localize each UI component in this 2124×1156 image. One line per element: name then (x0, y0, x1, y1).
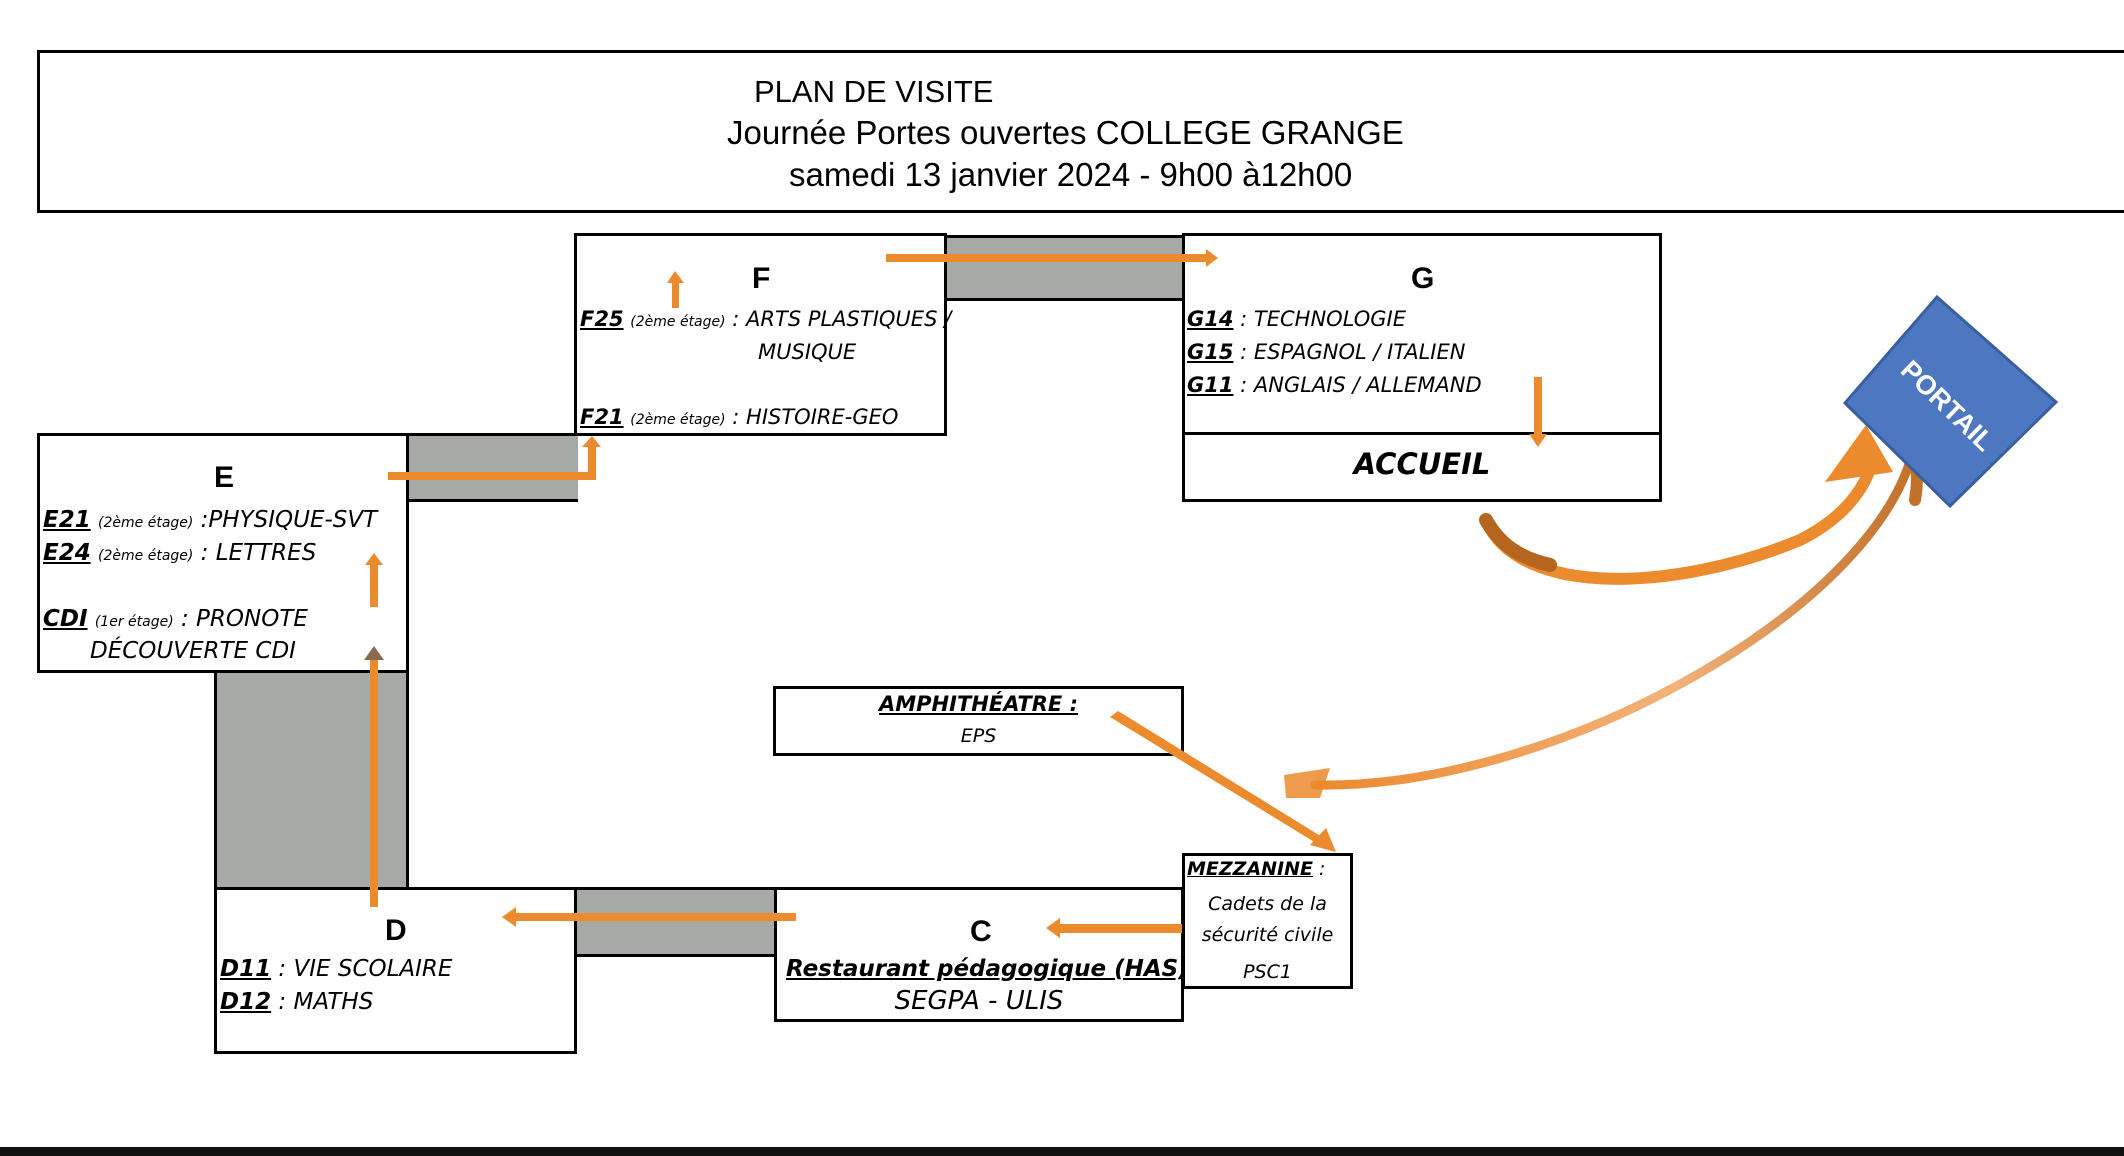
room-e24: E24 (2ème étage) : LETTRES (43, 540, 317, 566)
room-d11: D11 : VIE SCOLAIRE (220, 956, 453, 982)
arrow-e-up (365, 553, 383, 607)
mezzanine-line-3: PSC1 (1243, 961, 1292, 983)
arrow-f-up (667, 271, 684, 308)
portail-sign: PORTAIL (1842, 294, 2059, 509)
curve-portail-to-mezzanine (1284, 434, 1923, 798)
building-e-letter: E (214, 461, 235, 494)
corridor-d-c (574, 887, 778, 957)
accueil-box (1182, 432, 1662, 502)
arrow-c-to-d (502, 907, 796, 927)
room-e21: E21 (2ème étage) :PHYSIQUE-SVT (43, 507, 378, 533)
building-d-letter: D (385, 914, 407, 947)
room-cdi-cont: DÉCOUVERTE CDI (90, 638, 296, 664)
building-g-letter: G (1411, 262, 1435, 295)
event-date: samedi 13 janvier 2024 - 9h00 à12h00 (789, 156, 1353, 193)
mezzanine-title: MEZZANINE : (1187, 858, 1326, 880)
room-c-restaurant: Restaurant pédagogique (HAS) : (786, 956, 1206, 982)
curve-accueil-to-portail (1479, 425, 1893, 585)
accueil-label: ACCUEIL (1353, 447, 1491, 481)
room-g14: G14 : TECHNOLOGIE (1187, 307, 1407, 331)
plan-title: PLAN DE VISITE (754, 74, 994, 109)
corridor-e-f (406, 433, 578, 502)
corridor-f-g (945, 235, 1183, 301)
mezzanine-line-1: Cadets de la (1208, 893, 1327, 915)
header-box (37, 50, 2124, 213)
arrow-g-down (1529, 377, 1547, 447)
room-g11: G11 : ANGLAIS / ALLEMAND (1187, 373, 1482, 397)
arrow-mezzanine-to-c (1046, 918, 1182, 938)
amphitheatre-title: AMPHITHÉATRE : (879, 692, 1078, 716)
arrow-amphi-to-mezzanine (1110, 711, 1336, 852)
room-f25-cont: MUSIQUE (758, 340, 857, 364)
building-c-letter: C (970, 915, 992, 948)
building-g (1182, 233, 1662, 435)
event-title: Journée Portes ouvertes COLLEGE GRANGE (727, 114, 1404, 151)
room-f21: F21 (2ème étage) : HISTOIRE-GEO (580, 405, 899, 429)
room-c-segpa: SEGPA - ULIS (894, 986, 1064, 1016)
amphitheatre-sub: EPS (960, 725, 997, 747)
building-f (574, 233, 947, 436)
room-cdi: CDI (1er étage) : PRONOTE (43, 606, 308, 632)
bottom-border (0, 1147, 2124, 1156)
building-e (37, 433, 409, 673)
mezzanine-box (1182, 853, 1353, 989)
room-d12: D12 : MATHS (220, 989, 374, 1015)
mezzanine-line-2: sécurité civile (1201, 924, 1334, 946)
room-g15: G15 : ESPAGNOL / ITALIEN (1187, 340, 1466, 364)
arrow-f-to-g (886, 249, 1218, 267)
building-f-letter: F (752, 262, 771, 295)
arrow-d-to-e (364, 646, 384, 907)
room-f25: F25 (2ème étage) : ARTS PLASTIQUES / (580, 307, 952, 331)
amphitheatre-box (773, 686, 1184, 756)
arrow-e-to-f (388, 436, 601, 480)
